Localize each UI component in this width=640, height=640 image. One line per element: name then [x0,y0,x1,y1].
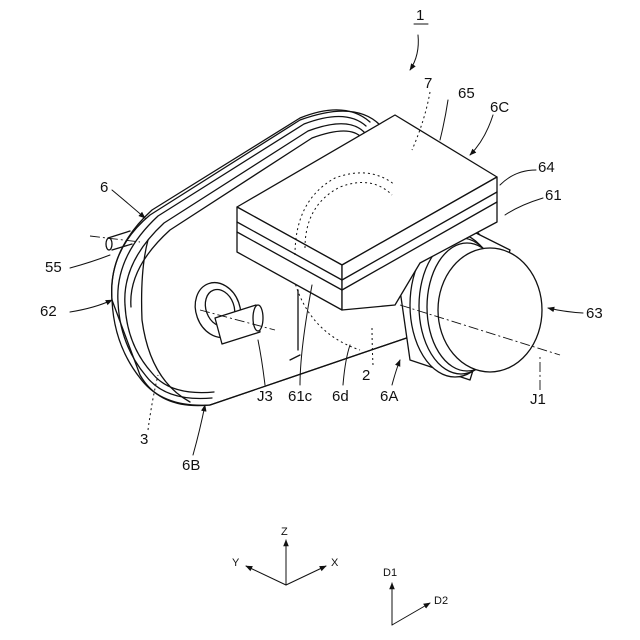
label-6: 6 [100,179,108,196]
axis-label-x: X [331,557,339,569]
label-3: 3 [140,431,148,448]
label-J1: J1 [530,391,546,408]
axis-labels: Z Y X D1 D2 [232,526,448,607]
label-61: 61 [545,187,562,204]
axis-label-z: Z [281,526,288,538]
axis-label-d2: D2 [434,595,448,607]
axis-label-d1: D1 [383,567,397,579]
label-62: 62 [40,303,57,320]
label-fig: 1 [416,7,424,24]
label-63: 63 [586,305,603,322]
label-6A: 6A [380,388,398,405]
xyz-axes [246,540,326,585]
label-6C: 6C [490,99,509,116]
label-6d: 6d [332,388,349,405]
label-J3: J3 [257,388,273,405]
d-axes [392,583,430,625]
label-64: 64 [538,159,555,176]
label-6B: 6B [182,457,200,474]
label-61c: 61c [288,388,313,405]
label-65: 65 [458,85,475,102]
label-2: 2 [362,367,370,384]
label-7: 7 [424,75,432,92]
axis-label-y: Y [232,557,240,569]
label-55: 55 [45,259,62,276]
